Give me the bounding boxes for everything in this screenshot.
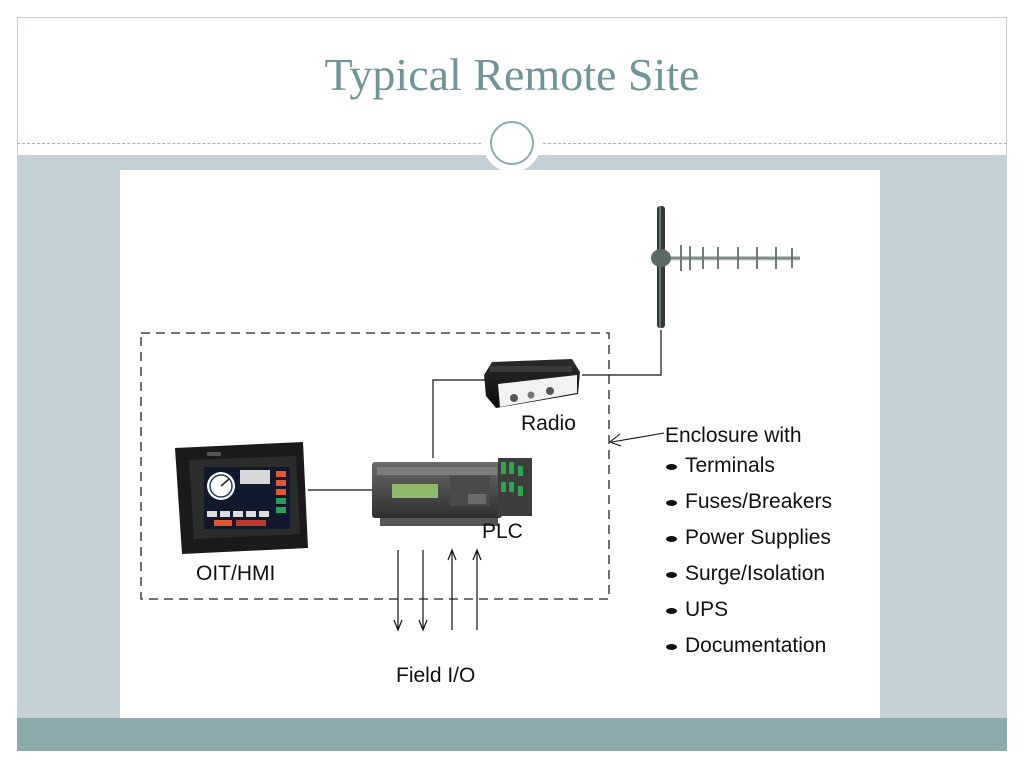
enclosure-contents-list: Terminals Fuses/Breakers Power Supplies … xyxy=(665,454,832,670)
enclosure-box xyxy=(140,332,610,600)
bullet-icon xyxy=(666,464,677,470)
list-item: Documentation xyxy=(665,634,832,670)
divider-ornament-ring xyxy=(490,121,534,165)
slide-title: Typical Remote Site xyxy=(324,49,700,100)
bullet-icon xyxy=(666,536,677,542)
enclosure-label: Enclosure with xyxy=(665,424,802,447)
plc-icon xyxy=(372,458,532,526)
bullet-icon xyxy=(666,608,677,614)
bullet-icon xyxy=(666,644,677,650)
hmi-icon xyxy=(175,442,308,554)
radio-icon xyxy=(484,359,580,408)
remote-site-diagram: Radio PLC OIT/HMI Field I/O Enclosure wi… xyxy=(120,170,880,718)
field-io-arrows xyxy=(393,548,482,632)
plc-label: PLC xyxy=(482,520,523,543)
bullet-icon xyxy=(666,500,677,506)
bullet-icon xyxy=(666,572,677,578)
diagram-canvas xyxy=(140,206,800,632)
antenna-icon xyxy=(651,206,800,328)
hmi-label: OIT/HMI xyxy=(196,562,276,585)
list-item: Power Supplies xyxy=(665,526,832,562)
wiring xyxy=(308,330,662,491)
list-item: Terminals xyxy=(665,454,832,490)
list-item: UPS xyxy=(665,598,832,634)
radio-label: Radio xyxy=(521,412,576,435)
field-io-label: Field I/O xyxy=(396,664,476,687)
list-item: Surge/Isolation xyxy=(665,562,832,598)
enclosure-callout-arrow xyxy=(608,432,665,447)
footer-band xyxy=(17,718,1007,751)
list-item: Fuses/Breakers xyxy=(665,490,832,526)
